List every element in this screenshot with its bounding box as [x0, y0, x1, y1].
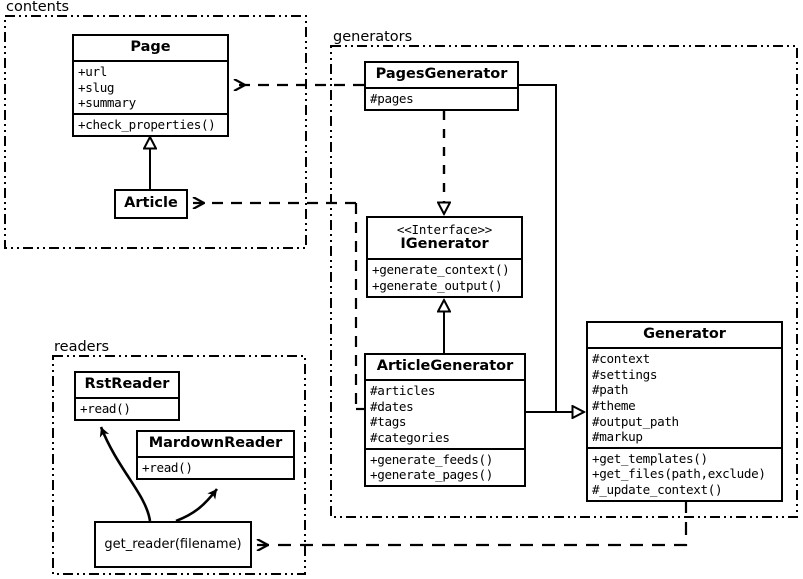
- class-box-generator[interactable]: Generator #context #settings #path #them…: [586, 321, 783, 502]
- class-box-rstreader[interactable]: RstReader +read(): [74, 371, 180, 421]
- operation-row: +generate_feeds(): [370, 451, 493, 467]
- attribute-row: #theme: [592, 398, 636, 413]
- class-operations-articlegenerator: +generate_feeds() +generate_pages(): [366, 447, 524, 485]
- class-box-article[interactable]: Article: [114, 189, 188, 220]
- class-name-page: Page: [130, 39, 171, 55]
- class-box-pagesgenerator[interactable]: PagesGenerator #pages: [364, 61, 519, 111]
- class-box-igenerator[interactable]: <<Interface>> IGenerator +generate_conte…: [366, 216, 523, 298]
- attribute-row: #path: [592, 382, 629, 398]
- class-name-mardownreader: MardownReader: [148, 435, 283, 451]
- attribute-row: #categories: [370, 430, 450, 445]
- operation-row: +read(): [80, 401, 131, 417]
- class-operations-page: +check_properties(): [74, 113, 227, 135]
- class-name-generator: Generator: [643, 326, 726, 342]
- class-operations-rstreader: +read(): [76, 397, 178, 419]
- class-operations-igenerator: +generate_context() +generate_output(): [368, 258, 521, 295]
- function-box-get-reader[interactable]: get_reader(filename): [94, 521, 252, 568]
- class-attributes-generator: #context #settings #path #theme #output_…: [588, 347, 781, 447]
- class-operations-mardownreader: +read(): [138, 456, 293, 478]
- class-box-mardownreader[interactable]: MardownReader +read(): [136, 430, 295, 480]
- class-name-igenerator: <<Interface>> IGenerator: [368, 218, 521, 258]
- attribute-row: #context: [592, 351, 650, 367]
- attribute-row: #pages: [370, 91, 414, 107]
- class-name-text-igenerator: IGenerator: [400, 236, 489, 253]
- operation-row: +get_files(path,exclude): [592, 466, 766, 482]
- attribute-row: #dates: [370, 398, 414, 414]
- class-name-rstreader: RstReader: [84, 376, 170, 392]
- edge-generator-dependency-getreader: [257, 500, 688, 545]
- attribute-row: +url: [78, 64, 107, 80]
- attribute-row: #output_path: [592, 413, 679, 429]
- attribute-row: #articles: [370, 383, 436, 399]
- class-attributes-page: +url +slug +summary: [74, 60, 227, 113]
- operation-row: +generate_pages(): [370, 467, 493, 483]
- package-label-readers: readers: [52, 339, 112, 355]
- operation-row: +generate_output(): [372, 277, 503, 293]
- package-label-generators: generators: [331, 29, 415, 45]
- class-box-page[interactable]: Page +url +slug +summary +check_properti…: [72, 34, 229, 137]
- edge-getreader-flow-mardownreader: [175, 488, 219, 523]
- operation-row: +generate_context(): [372, 262, 510, 278]
- class-attributes-articlegenerator: #articles #dates #tags #categories: [366, 379, 524, 447]
- operation-row: +check_properties(): [78, 117, 216, 132]
- package-label-contents: contents: [4, 0, 72, 15]
- operation-row: +get_templates(): [592, 450, 708, 466]
- attribute-row: +summary: [78, 95, 136, 111]
- operation-row: #_update_context(): [592, 481, 723, 497]
- class-stereotype-igenerator: <<Interface>>: [396, 222, 493, 237]
- class-name-pagesgenerator: PagesGenerator: [375, 66, 508, 82]
- function-label-get-reader: get_reader(filename): [104, 537, 242, 552]
- attribute-row: #markup: [592, 429, 643, 445]
- attribute-row: #settings: [592, 366, 658, 382]
- class-name-article: Article: [124, 195, 178, 211]
- attribute-row: #tags: [370, 414, 407, 430]
- attribute-row: +slug: [78, 79, 115, 95]
- class-name-articlegenerator: ArticleGenerator: [376, 358, 514, 374]
- class-box-articlegenerator[interactable]: ArticleGenerator #articles #dates #tags …: [364, 353, 526, 487]
- class-attributes-pagesgenerator: #pages: [366, 87, 517, 109]
- class-operations-generator: +get_templates() +get_files(path,exclude…: [588, 446, 781, 500]
- operation-row: +read(): [142, 460, 193, 476]
